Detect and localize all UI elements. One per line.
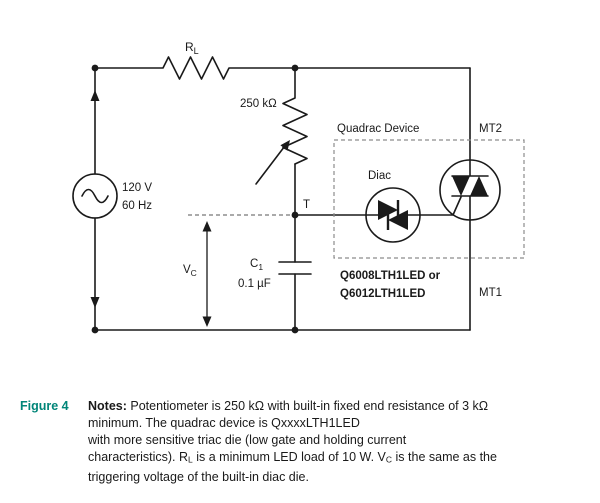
trigger-node-label: T <box>303 199 310 211</box>
potentiometer-wiper-arrow <box>255 145 286 185</box>
notes-text-4b: is a minimum LED load of 10 W. V <box>192 450 386 464</box>
diac-bar-right <box>396 200 400 220</box>
top-rail-and-load-resistor-symbol <box>94 56 471 80</box>
part-number-line2: Q6012LTH1LED <box>340 288 425 300</box>
figure-notes: Notes: Potentiometer is 250 kΩ with buil… <box>88 398 586 486</box>
diac-bar-left <box>386 210 390 230</box>
circuit-diagram: RL 250 kΩ 120 V 60 Hz T C1 0.1 µF VC Qua… <box>72 40 525 334</box>
gate-wire <box>419 196 462 216</box>
triac-triangle-down <box>452 176 470 196</box>
left-rail-down-arrowhead <box>90 297 100 308</box>
capacitor-symbol <box>278 261 312 275</box>
quadrac-box-label: Quadrac Device <box>337 123 419 135</box>
potentiometer-value-label: 250 kΩ <box>240 98 277 110</box>
triac-triangle-up <box>470 176 488 196</box>
notes-line-5: triggering voltage of the built-in diac … <box>88 469 309 484</box>
junction-dot <box>91 326 99 334</box>
ac-sine-wave-icon <box>81 188 109 204</box>
left-rail-up-arrowhead <box>90 90 100 101</box>
notes-line-1: Notes: Potentiometer is 250 kΩ with buil… <box>88 398 586 415</box>
junction-dot <box>91 64 99 72</box>
junction-dot <box>291 211 299 219</box>
load-resistor-label: RL <box>185 40 199 56</box>
notes-text-4c: is the same as the <box>392 450 497 464</box>
diac-triangle-left <box>388 210 408 230</box>
junction-dot <box>291 326 299 334</box>
vc-subscript: C <box>385 454 393 465</box>
vc-down-arrowhead <box>202 316 212 327</box>
diac-label: Diac <box>368 170 391 182</box>
vc-label: VC <box>183 264 197 278</box>
rl-subscript: L <box>188 454 193 465</box>
source-voltage-label: 120 V <box>122 182 152 194</box>
notes-text-4a: characteristics). R <box>88 450 189 464</box>
mt1-label: MT1 <box>479 287 502 299</box>
notes-line-2: minimum. The quadrac device is QxxxxLTH1… <box>88 416 360 430</box>
junction-dot <box>291 64 299 72</box>
quadrac-bounding-box <box>333 139 525 259</box>
vc-up-arrowhead <box>202 221 212 232</box>
ac-source-symbol <box>72 173 118 219</box>
capacitor-value-label: 0.1 µF <box>238 278 271 290</box>
notes-label: Notes: <box>88 399 127 413</box>
wiper-arrowhead <box>280 140 290 151</box>
notes-text-1: Potentiometer is 250 kΩ with built-in fi… <box>126 399 489 413</box>
capacitor-label: C1 <box>250 258 263 272</box>
figure-caption: Figure 4 Notes: Potentiometer is 250 kΩ … <box>0 392 600 486</box>
figure-label: Figure 4 <box>20 399 69 413</box>
potentiometer-symbol <box>282 67 308 165</box>
notes-line-4: characteristics). RL is a minimum LED lo… <box>88 449 586 469</box>
source-frequency-label: 60 Hz <box>122 200 152 212</box>
mt2-label: MT2 <box>479 123 502 135</box>
part-number-line1: Q6008LTH1LED or <box>340 270 441 282</box>
notes-line-3: with more sensitive triac die (low gate … <box>88 433 407 447</box>
